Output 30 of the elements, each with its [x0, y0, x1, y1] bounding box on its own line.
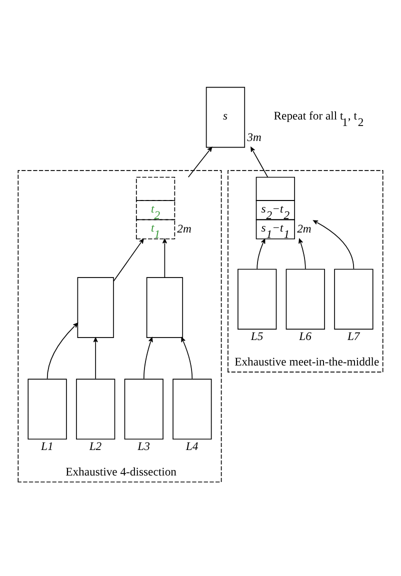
node-box: s	[206, 86, 246, 148]
node-label: 3m	[247, 130, 262, 144]
node-label: 2m	[177, 222, 192, 236]
arrow	[298, 238, 306, 270]
arrow	[143, 337, 153, 380]
arrow	[250, 146, 268, 178]
node-box	[334, 268, 374, 330]
arrow	[162, 238, 167, 278]
node-box	[77, 277, 114, 338]
node-label: L5	[250, 330, 264, 344]
node-label: L2	[89, 440, 102, 454]
node-label: L3	[138, 440, 150, 454]
node-label: 2m	[297, 222, 312, 236]
arrow	[46, 322, 78, 380]
node-box	[124, 378, 164, 440]
arrow	[313, 220, 354, 270]
node-label: L1	[41, 440, 54, 454]
node-label: L4	[186, 440, 198, 454]
node-box	[28, 378, 67, 440]
arrow	[181, 337, 193, 380]
node-box	[172, 378, 212, 440]
node-box	[146, 277, 184, 338]
node-box	[238, 268, 277, 330]
node-box	[76, 378, 116, 440]
arrow	[188, 146, 212, 178]
arrow	[93, 337, 98, 380]
arrow	[113, 238, 144, 282]
node-label: L7	[347, 330, 360, 344]
node-label: L6	[299, 330, 312, 344]
node-box	[286, 268, 325, 330]
